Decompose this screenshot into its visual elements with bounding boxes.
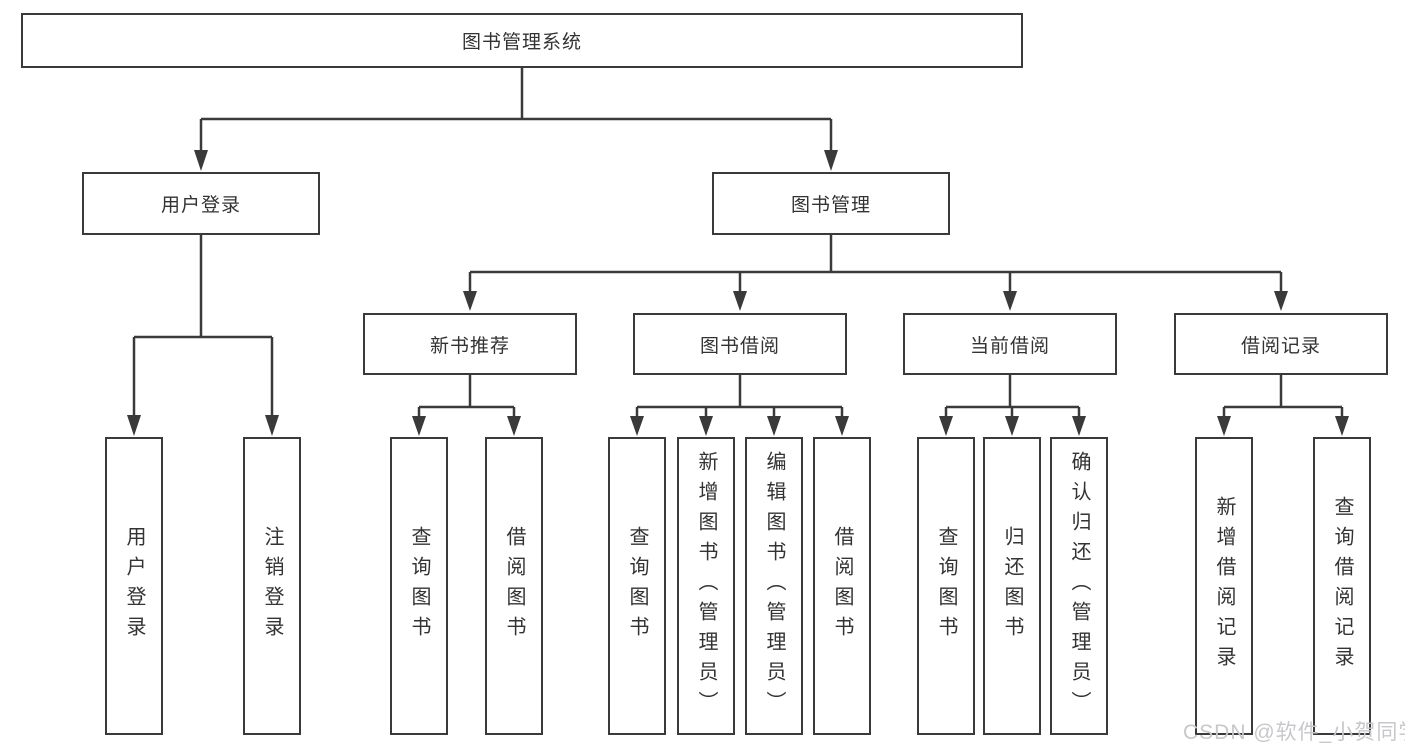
arrowhead <box>1274 291 1288 311</box>
leaf-query-books-current: 查询图书 <box>917 437 975 735</box>
arrowhead <box>194 150 208 171</box>
leaf-edit-books-admin: 编辑图书（管理员） <box>745 437 803 735</box>
arrowhead <box>630 416 644 436</box>
leaf-query-books-recommend: 查询图书 <box>390 437 448 735</box>
connector-root-to-level2 <box>194 68 838 171</box>
leaf-query-books-borrow: 查询图书 <box>608 437 666 735</box>
leaf-add-books-admin: 新增图书（管理员） <box>677 437 735 735</box>
leaf-user-login: 用户登录 <box>105 437 163 735</box>
leaf-return-books: 归还图书 <box>983 437 1041 735</box>
leaf-add-borrow-record: 新增借阅记录 <box>1195 437 1253 735</box>
leaf-borrow-books-recommend: 借阅图书 <box>485 437 543 735</box>
arrowhead <box>733 291 747 311</box>
node-user-login: 用户登录 <box>82 172 320 235</box>
arrowhead <box>1335 416 1349 436</box>
connector-book-management-children <box>463 235 1288 311</box>
arrowhead <box>767 416 781 436</box>
node-current-borrow: 当前借阅 <box>903 313 1117 375</box>
connector-book-borrow-children <box>630 375 849 436</box>
connector-new-book-children <box>412 375 521 436</box>
arrowhead <box>824 150 838 171</box>
arrowhead <box>835 416 849 436</box>
connector-user-login-children <box>127 235 279 436</box>
connector-current-borrow-children <box>939 375 1086 436</box>
leaf-logout: 注销登录 <box>243 437 301 735</box>
arrowhead <box>1217 416 1231 436</box>
node-library-management-system: 图书管理系统 <box>21 13 1023 68</box>
leaf-confirm-return-admin: 确认归还（管理员） <box>1050 437 1108 735</box>
arrowhead <box>699 416 713 436</box>
arrowhead <box>1072 416 1086 436</box>
node-new-book-recommend: 新书推荐 <box>363 313 577 375</box>
arrowhead <box>265 415 279 436</box>
node-book-borrow: 图书借阅 <box>633 313 847 375</box>
arrowhead <box>1005 416 1019 436</box>
csdn-watermark: CSDN @软件_小贺同学 <box>1183 721 1405 744</box>
connector-borrow-records-children <box>1217 375 1349 436</box>
node-borrow-records: 借阅记录 <box>1174 313 1388 375</box>
arrowhead <box>127 415 141 436</box>
node-book-management: 图书管理 <box>712 172 950 235</box>
arrowhead <box>463 291 477 311</box>
leaf-query-borrow-record: 查询借阅记录 <box>1313 437 1371 735</box>
arrowhead <box>1003 291 1017 311</box>
arrowhead <box>507 416 521 436</box>
leaf-borrow-books: 借阅图书 <box>813 437 871 735</box>
arrowhead <box>412 416 426 436</box>
arrowhead <box>939 416 953 436</box>
